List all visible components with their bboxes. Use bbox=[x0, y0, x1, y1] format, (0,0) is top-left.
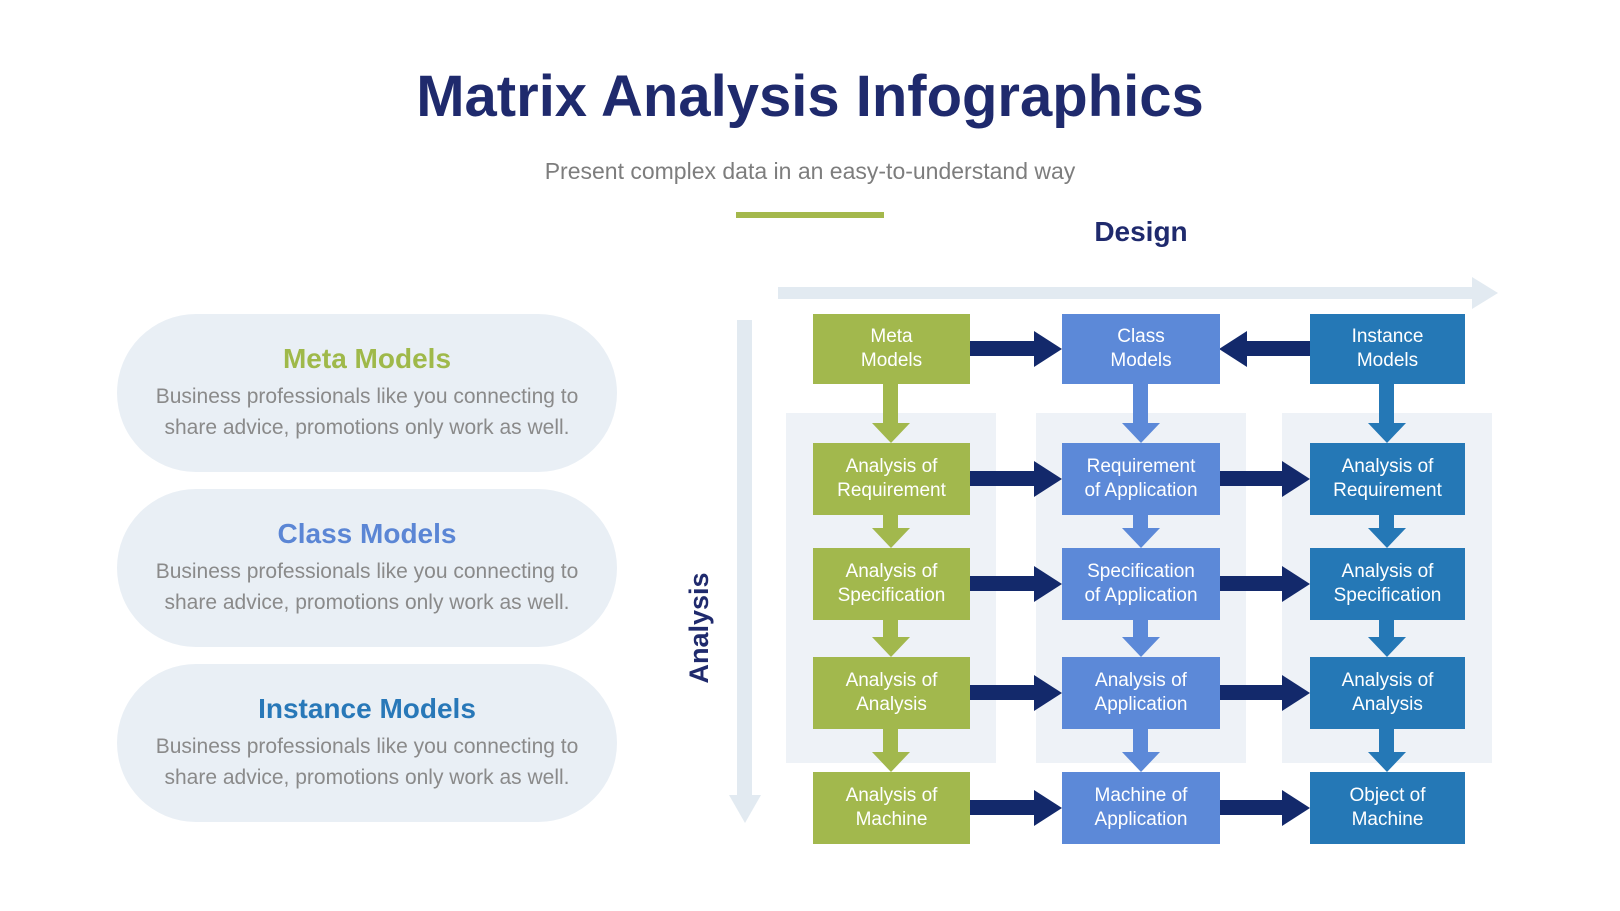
arrow-right-row3-col2-col3 bbox=[1220, 565, 1310, 602]
card-meta-models: Meta Models Business professionals like … bbox=[117, 314, 617, 472]
matrix-box-object-of-machine: Object of Machine bbox=[1310, 772, 1465, 844]
arrow-down-instance-4 bbox=[1367, 729, 1406, 772]
card-class-models-body: Business professionals like you connecti… bbox=[155, 559, 579, 614]
card-instance-models: Instance Models Business professionals l… bbox=[117, 664, 617, 822]
card-class-models-title: Class Models bbox=[277, 517, 457, 549]
arrow-down-class-3 bbox=[1121, 620, 1160, 657]
arrow-right-meta-to-class bbox=[970, 330, 1062, 367]
analysis-axis-label: Analysis bbox=[684, 572, 714, 684]
matrix-box-analysis-of-requirement-meta: Analysis of Requirement bbox=[813, 443, 970, 515]
matrix-box-analysis-of-specification-meta: Analysis of Specification bbox=[813, 548, 970, 620]
matrix-box-analysis-of-machine: Analysis of Machine bbox=[813, 772, 970, 844]
design-axis-label: Design bbox=[1094, 216, 1188, 247]
arrow-down-meta-2 bbox=[871, 515, 910, 548]
card-meta-models-title: Meta Models bbox=[282, 342, 452, 374]
matrix-box-meta-models: Meta Models bbox=[813, 314, 970, 384]
matrix-box-analysis-of-requirement-instance: Analysis of Requirement bbox=[1310, 443, 1465, 515]
arrow-right-row2-col2-col3 bbox=[1220, 460, 1310, 497]
page-subtitle: Present complex data in an easy-to-under… bbox=[544, 158, 1076, 184]
card-class-models: Class Models Business professionals like… bbox=[117, 489, 617, 647]
arrow-down-class-1 bbox=[1121, 384, 1160, 443]
card-instance-models-title: Instance Models bbox=[258, 692, 476, 724]
matrix-box-requirement-of-application: Requirement of Application bbox=[1062, 443, 1220, 515]
arrow-right-row4-col2-col3 bbox=[1220, 674, 1310, 711]
arrow-right-row3-col1-col2 bbox=[970, 565, 1062, 602]
arrow-right-row2-col1-col2 bbox=[970, 460, 1062, 497]
matrix-box-analysis-of-analysis-meta: Analysis of Analysis bbox=[813, 657, 970, 729]
arrow-down-instance-3 bbox=[1367, 620, 1406, 657]
analysis-axis-arrow bbox=[728, 320, 761, 823]
arrow-right-row4-col1-col2 bbox=[970, 674, 1062, 711]
design-axis-arrow bbox=[778, 277, 1498, 309]
arrow-down-instance-1 bbox=[1367, 384, 1406, 443]
arrow-down-meta-4 bbox=[871, 729, 910, 772]
accent-divider bbox=[736, 212, 884, 218]
arrow-down-meta-1 bbox=[871, 384, 910, 443]
arrow-down-meta-3 bbox=[871, 620, 910, 657]
arrow-right-row5-col1-col2 bbox=[970, 789, 1062, 826]
card-instance-models-body: Business professionals like you connecti… bbox=[155, 734, 579, 789]
arrow-down-class-4 bbox=[1121, 729, 1160, 772]
matrix-box-analysis-of-application: Analysis of Application bbox=[1062, 657, 1220, 729]
matrix-box-machine-of-application: Machine of Application bbox=[1062, 772, 1220, 844]
matrix-box-analysis-of-specification-instance: Analysis of Specification bbox=[1310, 548, 1465, 620]
arrow-down-class-2 bbox=[1121, 515, 1160, 548]
matrix-box-instance-models: Instance Models bbox=[1310, 314, 1465, 384]
arrow-right-row5-col2-col3 bbox=[1220, 789, 1310, 826]
matrix-box-class-models: Class Models bbox=[1062, 314, 1220, 384]
arrow-left-instance-to-class bbox=[1219, 330, 1310, 367]
page-title: Matrix Analysis Infographics bbox=[416, 64, 1204, 129]
matrix-box-analysis-of-analysis-instance: Analysis of Analysis bbox=[1310, 657, 1465, 729]
card-meta-models-body: Business professionals like you connecti… bbox=[155, 384, 579, 439]
matrix-box-specification-of-application: Specification of Application bbox=[1062, 548, 1220, 620]
arrow-down-instance-2 bbox=[1367, 515, 1406, 548]
